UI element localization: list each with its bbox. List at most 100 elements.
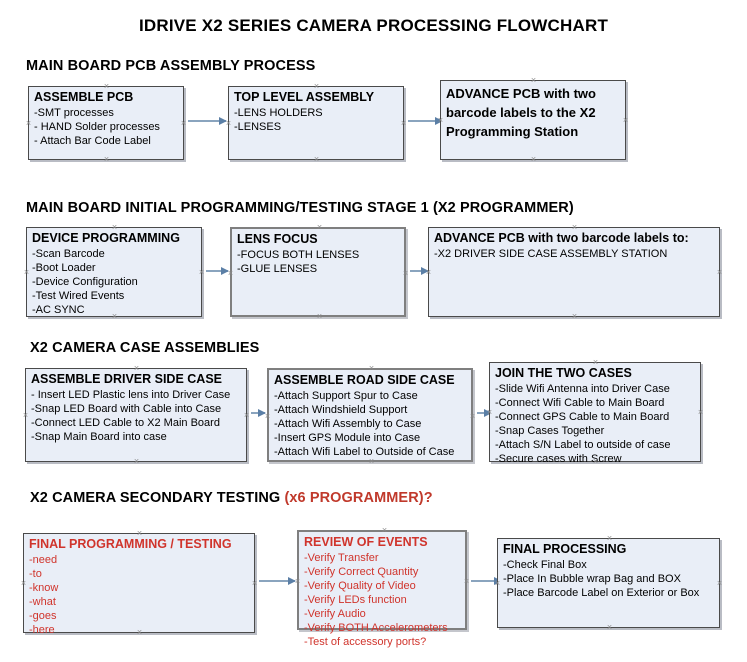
node-line: - HAND Solder processes [34,121,160,133]
node-title: FINAL PROCESSING [503,542,627,556]
node-line: -Verify Transfer [304,552,379,564]
resize-handle-bottom[interactable] [103,156,110,163]
node-line: -Attach Wifi Label to Outside of Case [274,446,455,458]
node-title: FINAL PROGRAMMING / TESTING [29,537,232,551]
resize-handle-bottom[interactable] [530,156,537,163]
resize-handle-right[interactable] [180,120,187,127]
resize-handle-bottom[interactable] [133,458,140,465]
connector-device-programming-to-lens-focus [206,267,229,275]
node-title: ADVANCE PCB with two barcode labels to t… [446,86,596,139]
resize-handle-left[interactable] [25,120,32,127]
node-title: DEVICE PROGRAMMING [32,231,180,245]
resize-handle-bottom[interactable] [606,624,613,631]
resize-handle-top[interactable] [571,224,578,231]
node-line: -Connect GPS Cable to Main Board [495,411,670,423]
node-line: -Check Final Box [503,559,587,571]
node-title: REVIEW OF EVENTS [304,535,428,549]
node-title: ASSEMBLE DRIVER SIDE CASE [31,372,223,386]
resize-handle-right[interactable] [243,412,250,419]
node-line: -Verify LEDs function [304,594,407,606]
node-line: -to [29,568,42,580]
resize-handle-top[interactable] [133,365,140,372]
resize-handle-top[interactable] [530,77,537,84]
section-title-main-board-pcb-assembly-process: MAIN BOARD PCB ASSEMBLY PROCESS [26,58,315,74]
resize-handle-top[interactable] [316,224,323,231]
section-title-text: MAIN BOARD INITIAL PROGRAMMING/TESTING S… [26,200,574,216]
node-line-overflow: -Test of accessory ports? [304,636,427,648]
node-line: -need [29,554,58,566]
resize-handle-top[interactable] [111,224,118,231]
node-line: -Snap Main Board into case [31,431,167,443]
resize-handle-top[interactable] [136,530,143,537]
node-line: -Place In Bubble wrap Bag and BOX [503,573,681,585]
resize-handle-top[interactable] [606,535,613,542]
resize-handle-bottom[interactable] [368,458,375,465]
section-title-text: X2 CAMERA CASE ASSEMBLIES [30,340,260,356]
node-assemble-road-side-case[interactable]: ASSEMBLE ROAD SIDE CASE -Attach Support … [267,368,473,462]
node-line: -what [29,596,56,608]
resize-handle-right[interactable] [463,578,470,585]
resize-handle-left[interactable] [22,412,29,419]
resize-handle-top[interactable] [313,83,320,90]
resize-handle-bottom[interactable] [313,156,320,163]
node-line: -Attach Windshield Support [274,404,408,416]
node-final-processing[interactable]: FINAL PROCESSING -Check Final Box -Place… [497,538,720,628]
node-line: -Insert GPS Module into Case [274,432,421,444]
page-title: IDRIVE X2 SERIES CAMERA PROCESSING FLOWC… [138,16,609,35]
node-line: -SMT processes [34,107,114,119]
resize-handle-right[interactable] [402,270,409,277]
resize-handle-top[interactable] [103,83,110,90]
resize-handle-bottom[interactable] [571,313,578,320]
resize-handle-right[interactable] [469,413,476,420]
node-line: -Attach Support Spur to Case [274,390,418,402]
connector-top-level-assembly-to-advance-pcb [408,117,443,125]
resize-handle-right[interactable] [716,580,723,587]
node-lens-focus[interactable]: LENS FOCUS -FOCUS BOTH LENSES -GLUE LENS… [230,227,406,317]
node-advance-pcb-to-driver-side-case-assembly-station[interactable]: ADVANCE PCB with two barcode labels to: … [428,227,720,317]
section-title-text: MAIN BOARD PCB ASSEMBLY PROCESS [26,58,316,74]
resize-handle-right[interactable] [622,117,629,124]
connector-assemble-pcb-to-top-level-assembly [188,117,227,125]
section-title-x2-camera-case-assemblies: X2 CAMERA CASE ASSEMBLIES [30,340,259,356]
node-join-the-two-cases[interactable]: JOIN THE TWO CASES -Slide Wifi Antenna i… [489,359,704,465]
resize-handle-top[interactable] [592,359,599,366]
resize-handle-right[interactable] [251,580,258,587]
node-line: -Snap Cases Together [495,425,605,437]
node-line: -Verify BOTH Accelerometers [304,622,448,634]
node-title: ASSEMBLE ROAD SIDE CASE [274,373,455,387]
node-top-level-assembly[interactable]: TOP LEVEL ASSEMBLY -LENS HOLDERS -LENSES [228,86,404,160]
resize-handle-left[interactable] [20,580,27,587]
node-line: -Test Wired Events [32,290,125,302]
node-title: LENS FOCUS [237,232,318,246]
resize-handle-top[interactable] [368,365,375,372]
node-line: -Device Configuration [32,276,138,288]
section-title-main-board-initial-programming-testing-stage-1: MAIN BOARD INITIAL PROGRAMMING/TESTING S… [26,200,574,216]
node-line: -X2 DRIVER SIDE CASE ASSEMBLY STATION [434,248,668,260]
node-assemble-pcb[interactable]: ASSEMBLE PCB -SMT processes - HAND Solde… [28,86,184,160]
node-title: TOP LEVEL ASSEMBLY [234,90,375,104]
node-final-programming-testing[interactable]: FINAL PROGRAMMING / TESTING -need -to -k… [20,530,258,636]
node-line: -LENS HOLDERS [234,107,323,119]
node-line: -Boot Loader [32,262,96,274]
resize-handle-right[interactable] [400,120,407,127]
node-line: -AC SYNC [32,304,85,316]
node-line: -Connect LED Cable to X2 Main Board [31,417,220,429]
node-line: -Scan Barcode [32,248,105,260]
node-line: -Secure cases with Screw [495,453,622,465]
node-line: -Connect Wifi Cable to Main Board [495,397,665,409]
resize-handle-right[interactable] [697,409,704,416]
node-title: JOIN THE TWO CASES [495,366,632,380]
node-device-programming[interactable]: DEVICE PROGRAMMING -Scan Barcode -Boot L… [26,227,202,317]
resize-handle-bottom[interactable] [316,313,323,320]
node-line: -know [29,582,59,594]
node-assemble-driver-side-case[interactable]: ASSEMBLE DRIVER SIDE CASE - Insert LED P… [25,368,247,462]
node-advance-pcb-to-x2-programming-station[interactable]: ADVANCE PCB with two barcode labels to t… [440,80,626,160]
node-line: -Attach S/N Label to outside of case [495,439,671,451]
resize-handle-right[interactable] [198,269,205,276]
node-review-of-events[interactable]: REVIEW OF EVENTS -Verify Transfer -Verif… [297,527,470,648]
resize-handle-left[interactable] [23,269,30,276]
resize-handle-top[interactable] [381,527,388,534]
connector-driver-side-to-road-side [251,409,266,417]
resize-handle-right[interactable] [716,269,723,276]
